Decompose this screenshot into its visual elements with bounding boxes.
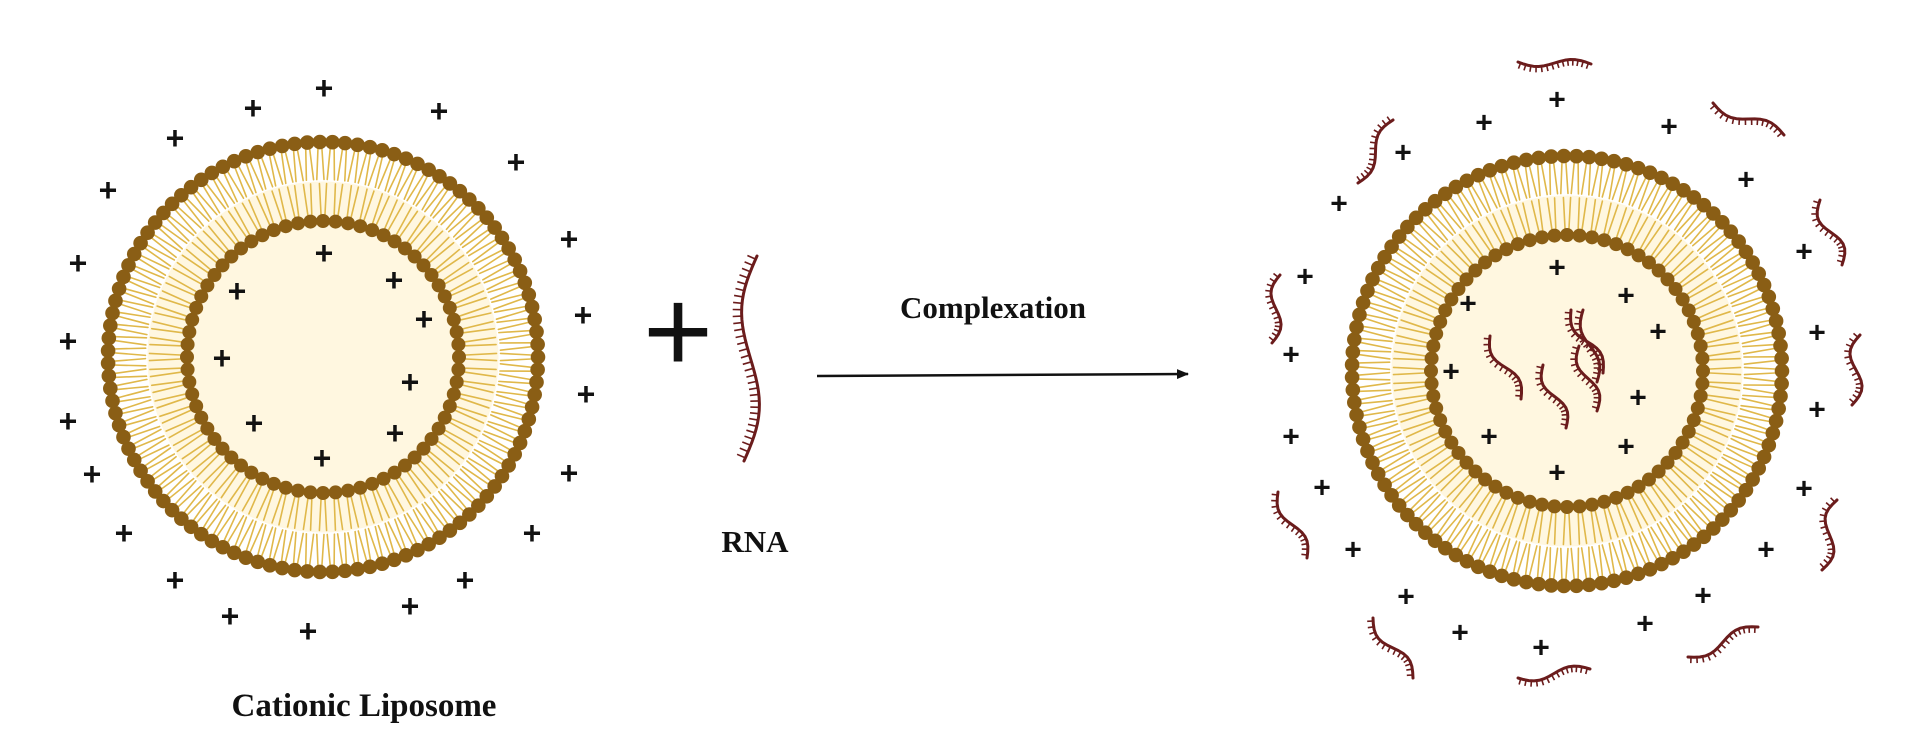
positive-charge: + [1694,580,1712,613]
rna-strand [1516,58,1593,73]
lipid-tails [1358,162,1776,580]
positive-charge: + [213,340,232,376]
positive-charge: + [59,323,78,359]
positive-charge: + [507,144,526,180]
positive-charge: + [313,440,332,476]
rna-strand [732,254,761,463]
positive-charge: + [1397,581,1415,614]
positive-charge: + [1459,288,1477,321]
positive-charge: + [415,301,434,337]
cationic-liposome-label: Cationic Liposome [232,688,497,724]
rna-strand [1356,116,1395,185]
positive-charge: + [1442,356,1460,389]
positive-charge: + [1296,261,1314,294]
positive-charge: + [1737,164,1755,197]
positive-charge: + [1475,107,1493,140]
positive-charge: + [315,70,334,106]
rna-strand [1686,625,1760,664]
positive-charge: + [299,613,318,649]
positive-charge: + [1629,382,1647,415]
positive-charge: + [315,235,334,271]
positive-charge: + [69,245,88,281]
positive-charge: + [574,297,593,333]
positive-charge: + [244,90,263,126]
positive-charge: + [1344,534,1362,567]
positive-charge: + [1548,84,1566,117]
positive-charge: + [1451,617,1469,650]
positive-charge: + [1617,431,1635,464]
positive-charge: + [99,172,118,208]
cationic-liposome-left [100,134,546,580]
positive-charge: + [456,562,475,598]
rna-strand [1844,332,1864,407]
positive-charge: + [1795,473,1813,506]
bilayer-core [147,181,499,533]
positive-charge: + [1660,111,1678,144]
rna-strand [1367,616,1415,680]
rna-strands-complex [1265,58,1864,687]
bilayer-core [1391,195,1743,547]
plus-operator: + [643,264,713,398]
rna-strand [1574,308,1602,384]
positive-charge: + [1282,339,1300,372]
positive-charge: + [1548,252,1566,285]
positive-charge: + [59,403,78,439]
positive-charge: + [1636,608,1654,641]
positive-charge: + [385,262,404,298]
positive-charge: + [1757,534,1775,567]
positive-charge: + [1808,317,1826,350]
lipid-heads [100,134,546,580]
positive-charge: + [1532,632,1550,665]
rna-strand [1709,101,1786,138]
positive-charge: + [560,221,579,257]
positive-charge: + [1394,137,1412,170]
rna-strand [732,254,761,463]
positive-charge: + [221,598,240,634]
rna-liposome-complex [1344,148,1790,594]
rna-strand [1271,490,1310,560]
rna-strand [1265,272,1283,345]
rna-strand [1516,664,1592,687]
rna-strand [1819,497,1839,572]
positive-charge: + [560,455,579,491]
rna-label: RNA [721,524,789,559]
rna-strand [1570,344,1602,413]
positive-charge: + [1649,316,1667,349]
positive-charge: + [401,588,420,624]
positive-charges-left: + + + + + + + + + + + + + + + + + + + + + + + + + + + + + + [59,70,596,649]
positive-charge: + [166,120,185,156]
rna-strand [1483,334,1524,401]
positive-charge: + [1808,394,1826,427]
positive-charge: + [245,405,264,441]
positive-charge: + [83,456,102,492]
lipid-heads [1344,148,1790,594]
positive-charge: + [1480,421,1498,454]
lipid-tails [114,148,532,566]
positive-charge: + [1548,457,1566,490]
positive-charge: + [386,415,405,451]
positive-charge: + [115,515,134,551]
positive-charge: + [1313,472,1331,505]
rna-strand [1535,363,1570,430]
positive-charge: + [430,93,449,129]
positive-charge: + [1330,188,1348,221]
positive-charge: + [166,562,185,598]
complexation-label: Complexation [900,290,1086,325]
positive-charge: + [1795,236,1813,269]
rna-strand [1811,198,1847,267]
positive-charge: + [1282,421,1300,454]
positive-charge: + [577,376,596,412]
positive-charges-right: + + + + + + + + + + + + + + + + + + + + + + + + + + + + + + [1282,84,1826,665]
positive-charge: + [228,273,247,309]
reaction-arrow [816,369,1189,380]
positive-charge: + [1617,280,1635,313]
positive-charge: + [523,515,542,551]
positive-charge: + [401,364,420,400]
